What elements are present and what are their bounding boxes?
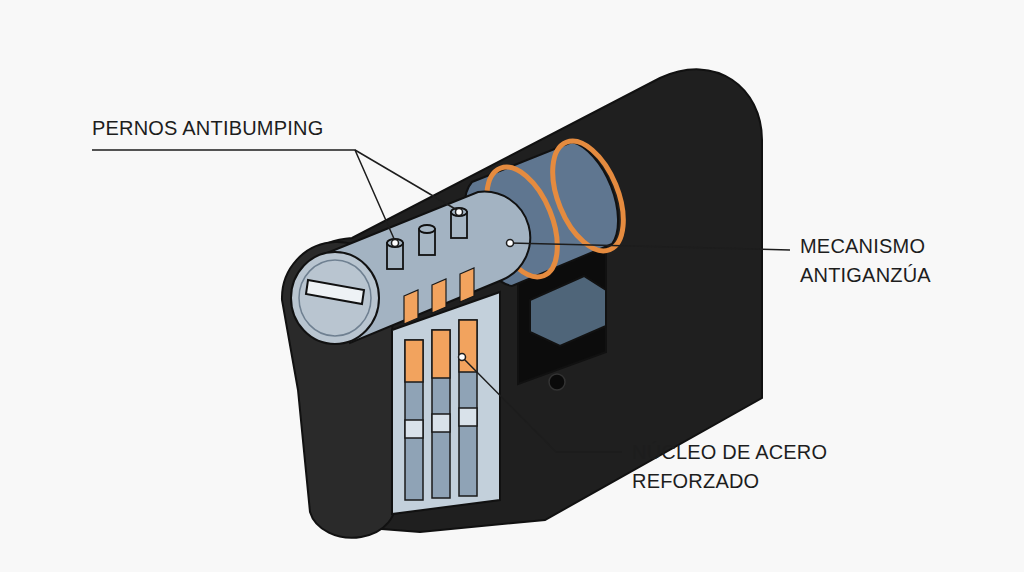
cam	[530, 276, 606, 346]
leader-dot	[456, 209, 463, 216]
pin-segment	[405, 420, 423, 438]
leader-dots	[392, 209, 514, 361]
pin-stack	[405, 340, 423, 500]
pin-top	[419, 225, 435, 233]
orange-ring	[538, 131, 637, 261]
body-front-profile	[282, 242, 395, 538]
pin-stack	[432, 330, 450, 498]
orange-chip	[460, 268, 474, 302]
top-pins	[387, 208, 467, 269]
pin-segment	[459, 320, 477, 372]
leader-dot	[392, 240, 399, 247]
pin-stack	[459, 320, 477, 496]
callout-label: PERNOS ANTIBUMPING	[92, 114, 452, 143]
pin-stacks	[405, 320, 477, 500]
pin-segment	[432, 414, 450, 432]
leader-dot	[459, 354, 466, 361]
pin-segment	[405, 340, 423, 382]
plug-face-ring	[299, 260, 371, 336]
leader-line	[92, 150, 395, 241]
leader-line	[462, 357, 622, 452]
plug-face	[291, 252, 379, 344]
leader-lines	[92, 150, 790, 452]
keyway	[306, 280, 364, 304]
leader-line	[510, 243, 790, 250]
callout-label: MECANISMO ANTIGANZÚA	[800, 232, 970, 290]
orange-chip	[404, 290, 418, 324]
callout-label: NÚCLEO DE ACERO REFORZADO	[632, 438, 842, 496]
plug-chips	[404, 268, 474, 324]
screw-hole	[549, 374, 565, 390]
pin-segment	[459, 408, 477, 426]
cutaway-panel	[392, 292, 500, 514]
leader-dot	[507, 240, 514, 247]
pin-top	[451, 208, 467, 216]
pin-top	[387, 239, 403, 247]
leader-line	[355, 150, 457, 210]
pin-segment	[432, 330, 450, 378]
orange-chip	[432, 279, 446, 313]
